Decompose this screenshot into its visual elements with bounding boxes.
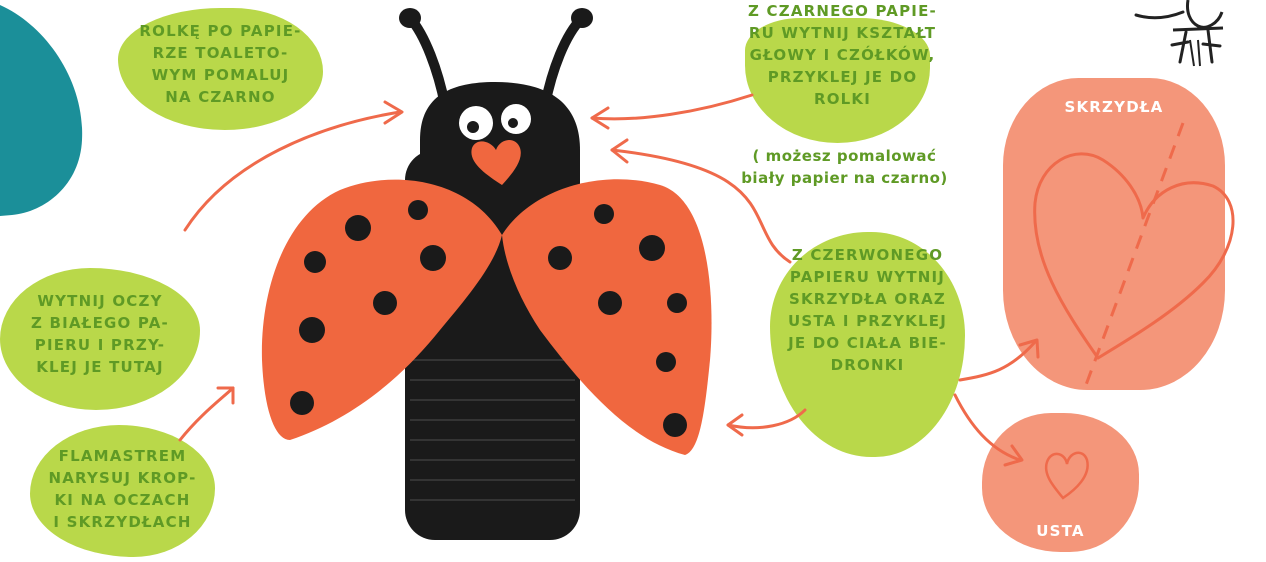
note-line: USTA I PRZYKLEJ <box>765 310 970 332</box>
note-line: WYTNIJ OCZY <box>0 290 200 312</box>
arrow-icon <box>955 395 1020 460</box>
note-line: I SKRZYDŁACH <box>30 511 215 533</box>
note-line: ROLKI <box>720 88 965 110</box>
note-line: PAPIERU WYTNIJ <box>765 266 970 288</box>
note-line: biały papier na czarno) <box>712 167 977 189</box>
note-line: Z CZERWONEGO <box>765 244 970 266</box>
note-line: PIERU I PRZY- <box>0 334 200 356</box>
note-rolka: ROLKĘ PO PAPIE- RZE TOALETO- WYM POMALUJ… <box>118 20 323 108</box>
note-line: SKRZYDŁA ORAZ <box>765 288 970 310</box>
note-oczy: WYTNIJ OCZY Z BIAŁEGO PA- PIERU I PRZY- … <box>0 290 200 378</box>
arrow-icon <box>728 410 805 428</box>
mouth-template-label: USTA <box>982 520 1139 542</box>
note-line: NA CZARNO <box>118 86 323 108</box>
note-line: KI NA OCZACH <box>30 489 215 511</box>
note-line: Z CZARNEGO PAPIE- <box>720 0 965 22</box>
note-line: Z BIAŁEGO PA- <box>0 312 200 334</box>
note-line: NARYSUJ KROP- <box>30 467 215 489</box>
note-line: ROLKĘ PO PAPIE- <box>118 20 323 42</box>
note-skrzydla: Z CZERWONEGO PAPIERU WYTNIJ SKRZYDŁA ORA… <box>765 244 970 376</box>
note-kropki: FLAMASTREM NARYSUJ KROP- KI NA OCZACH I … <box>30 445 215 533</box>
arrow-icon <box>180 388 233 440</box>
note-line: RZE TOALETO- <box>118 42 323 64</box>
note-line: WYM POMALUJ <box>118 64 323 86</box>
note-line: FLAMASTREM <box>30 445 215 467</box>
note-glowa: Z CZARNEGO PAPIE- RU WYTNIJ KSZTAŁT GŁOW… <box>720 0 965 110</box>
arrow-icon <box>185 112 400 230</box>
note-line: ( możesz pomalować <box>712 145 977 167</box>
note-line: PRZYKLEJ JE DO <box>720 66 965 88</box>
arrow-icon <box>960 342 1035 380</box>
note-line: JE DO CIAŁA BIE- <box>765 332 970 354</box>
note-glowa-hint: ( możesz pomalować biały papier na czarn… <box>712 145 977 189</box>
note-line: GŁOWY I CZÓŁKÓW, <box>720 44 965 66</box>
note-line: KLEJ JE TUTAJ <box>0 356 200 378</box>
note-line: DRONKI <box>765 354 970 376</box>
note-line: RU WYTNIJ KSZTAŁT <box>720 22 965 44</box>
wings-template-label: SKRZYDŁA <box>1003 96 1225 118</box>
